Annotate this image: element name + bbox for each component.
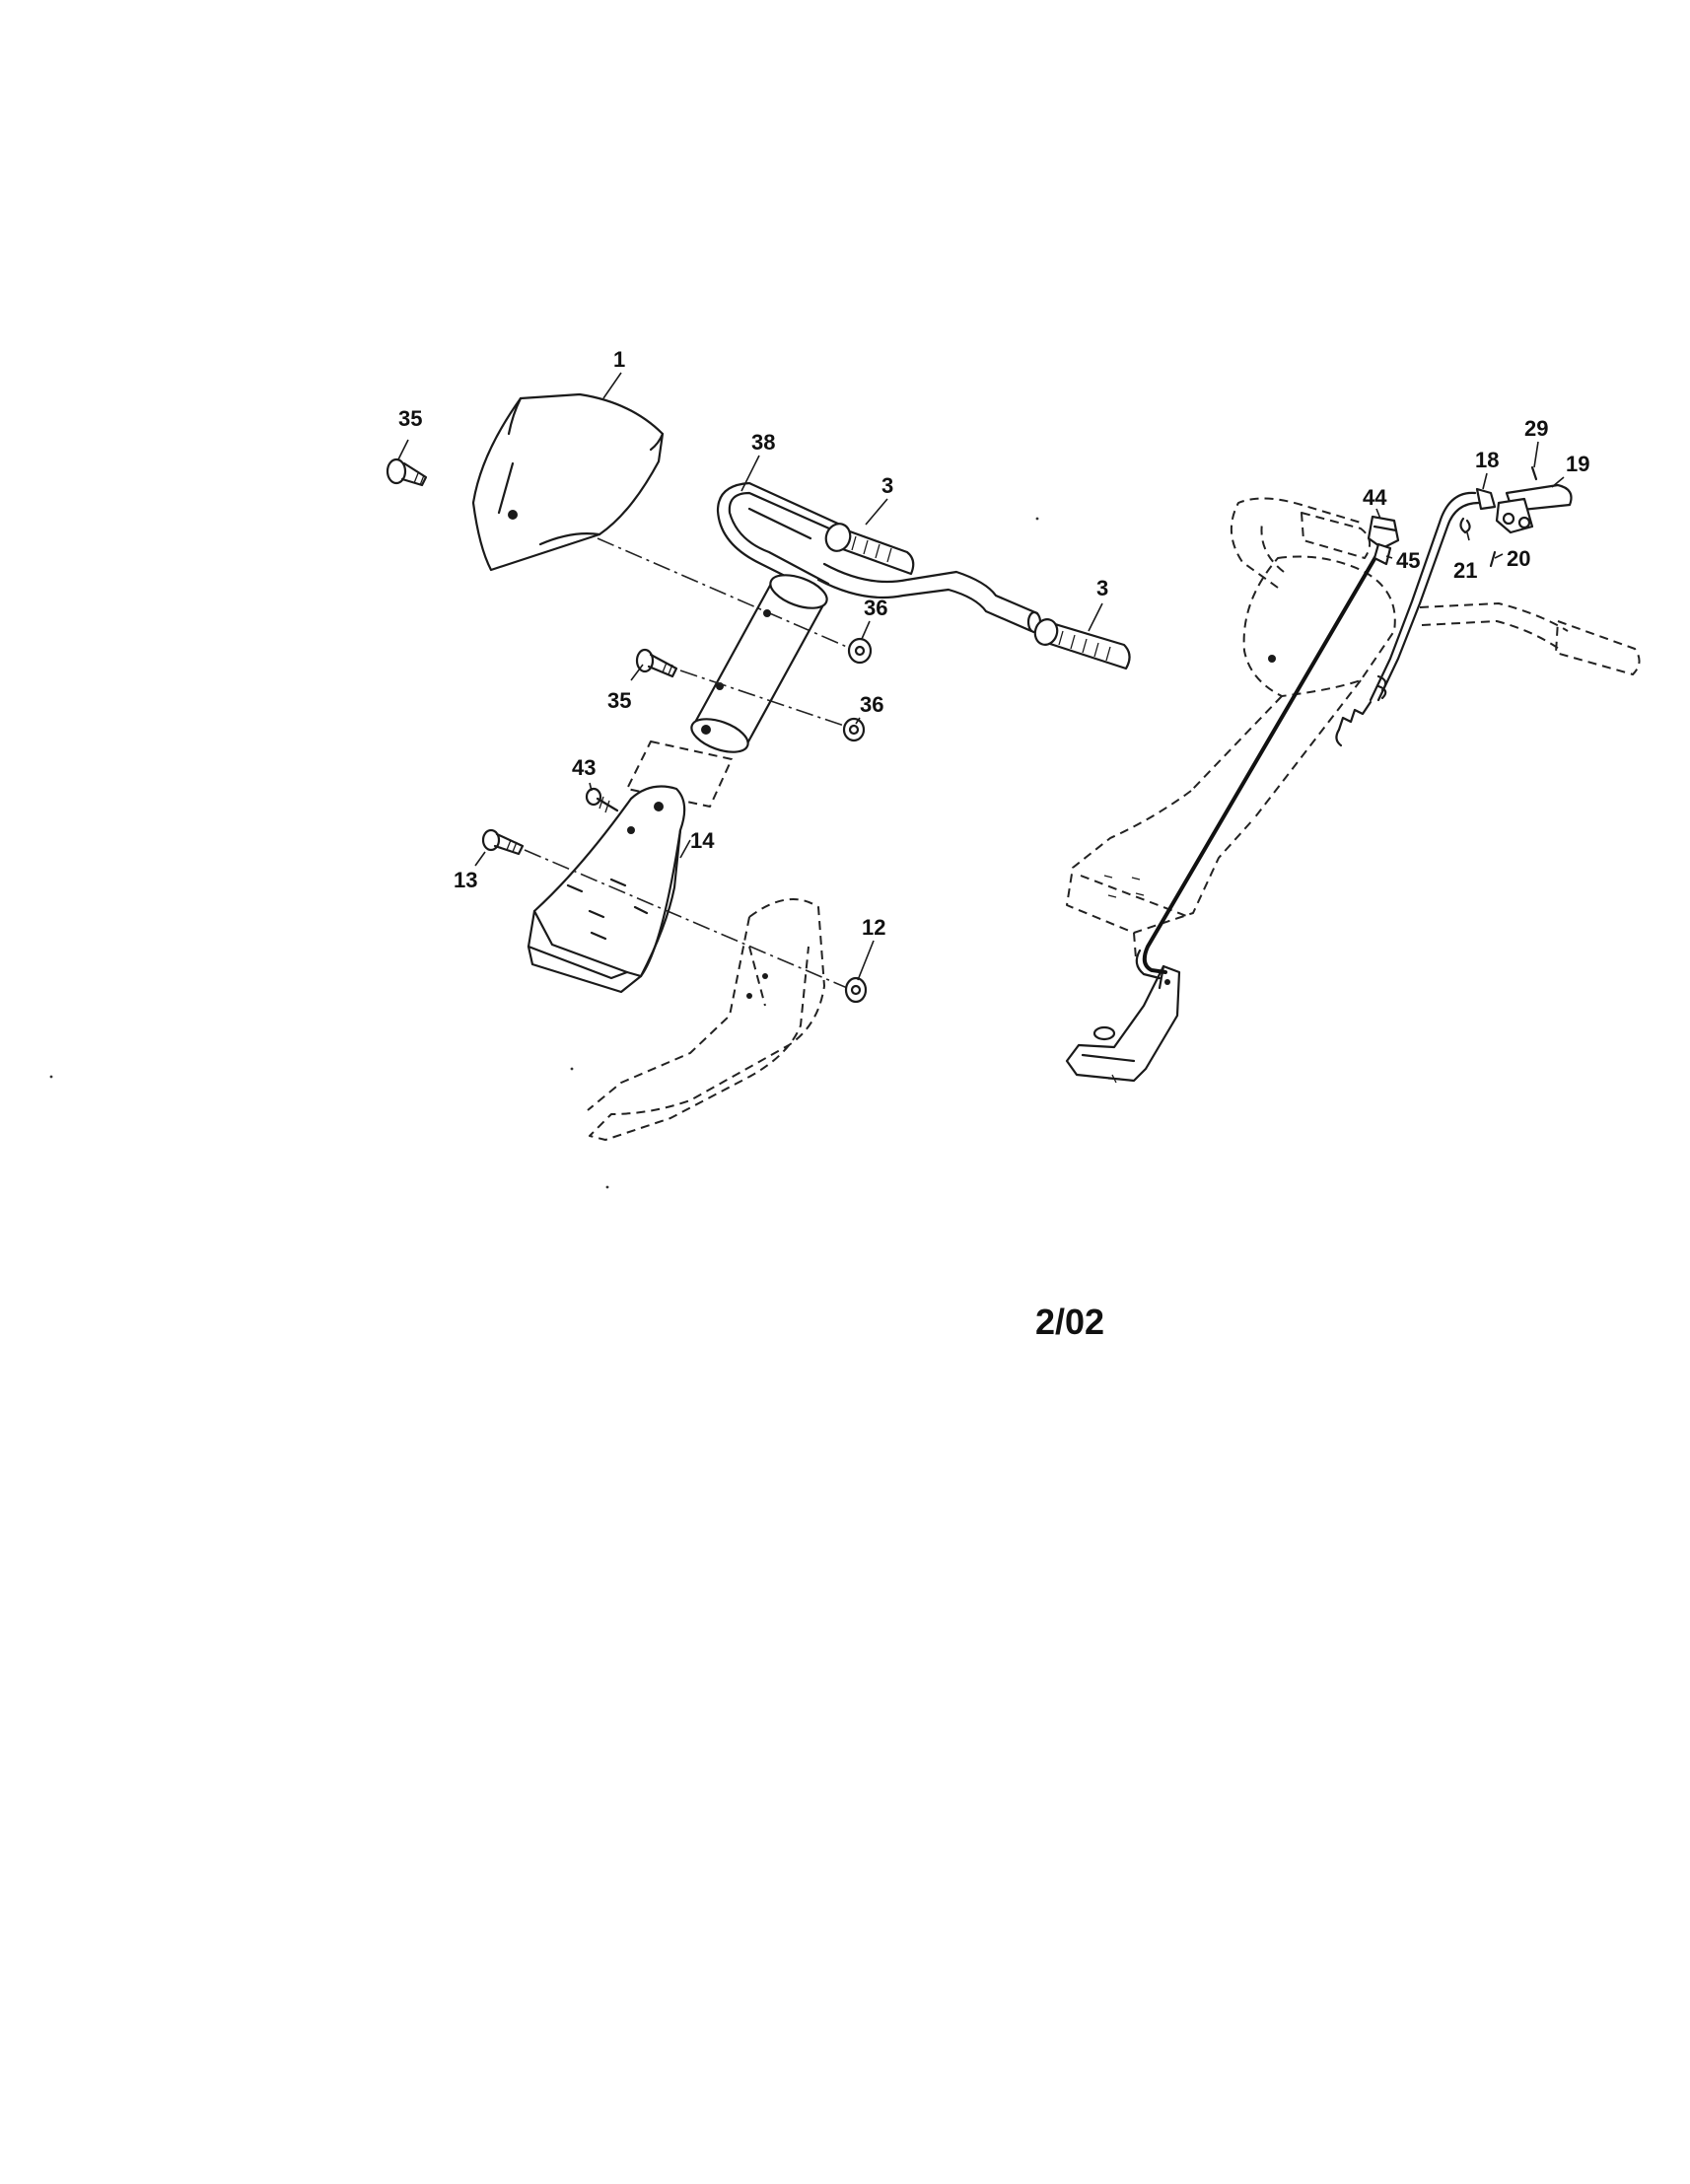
screw-part-20 xyxy=(1489,550,1497,568)
callout-36-upper: 36 xyxy=(864,596,887,620)
callout-3-upper: 3 xyxy=(881,473,893,498)
nut-part-36-upper xyxy=(847,637,873,665)
callout-19: 19 xyxy=(1566,452,1589,476)
scan-specks xyxy=(49,517,1039,1189)
callout-38: 38 xyxy=(751,430,775,455)
grip-part-3-lower xyxy=(1033,618,1131,670)
callout-1: 1 xyxy=(613,347,625,372)
knob-part-44 xyxy=(1367,515,1400,550)
control-cable xyxy=(1135,550,1380,980)
panel-cover-part-1 xyxy=(471,392,665,572)
callout-35-lower: 35 xyxy=(607,688,631,713)
handlebar-part-38 xyxy=(690,481,1042,753)
callout-18: 18 xyxy=(1475,448,1499,472)
bolt-part-13 xyxy=(481,828,525,856)
callout-numbers: 1 35 38 3 3 36 35 36 43 14 13 12 44 45 1… xyxy=(398,347,1589,940)
callout-14: 14 xyxy=(690,828,715,853)
callout-35-upper: 35 xyxy=(398,406,422,431)
throttle-cable xyxy=(1335,491,1481,747)
handle-assembly-reference-outline xyxy=(1066,497,1641,959)
bracket-part-14 xyxy=(527,785,686,994)
pin-part-29 xyxy=(1530,465,1538,481)
nut-part-12 xyxy=(844,976,868,1004)
callout-36-lower: 36 xyxy=(860,692,883,717)
callout-21: 21 xyxy=(1453,558,1477,583)
bolt-part-43 xyxy=(585,787,619,813)
callout-3-lower: 3 xyxy=(1096,576,1108,600)
callout-12: 12 xyxy=(862,915,885,940)
grip-part-3-upper xyxy=(824,523,915,576)
callout-13: 13 xyxy=(454,868,477,892)
control-handle-part-19 xyxy=(1495,483,1573,534)
ferrule-part-45 xyxy=(1373,542,1392,566)
callout-45: 45 xyxy=(1396,548,1420,573)
callout-44: 44 xyxy=(1363,485,1387,510)
frame-reference-outline xyxy=(587,898,825,1141)
bolt-part-35-upper xyxy=(386,458,428,487)
callout-29: 29 xyxy=(1524,416,1548,441)
lever-part-18 xyxy=(1475,487,1497,511)
bolt-part-35-lower xyxy=(635,648,678,678)
callout-leaders xyxy=(397,372,1565,981)
centerline-panel xyxy=(597,537,857,652)
revision-date-label: 2/02 xyxy=(1035,1302,1105,1342)
callout-20: 20 xyxy=(1507,546,1530,571)
connector-outline xyxy=(626,740,733,808)
nut-part-36-lower xyxy=(842,717,866,742)
mounting-plate xyxy=(1065,964,1181,1084)
clip-part-21 xyxy=(1459,517,1471,534)
callout-43: 43 xyxy=(572,755,596,780)
centerline-bracket xyxy=(524,849,853,991)
